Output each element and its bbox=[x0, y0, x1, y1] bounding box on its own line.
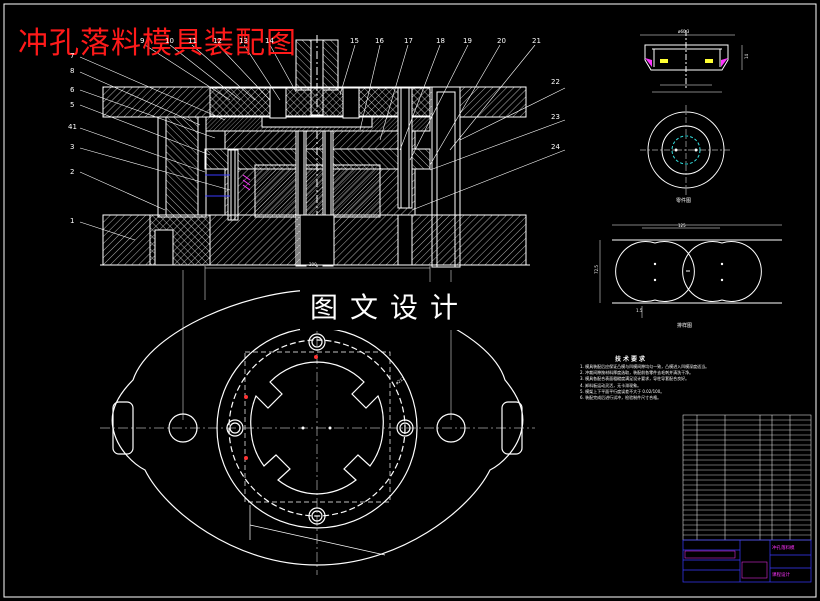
tech-requirement-item: 6. 装配完成后进行试冲，检验制件尺寸合格。 bbox=[580, 395, 662, 401]
part-height-dimension: 14 bbox=[744, 53, 750, 60]
title-block-school: 课程设计 bbox=[772, 573, 790, 578]
title-block bbox=[682, 539, 812, 583]
part-drawing-label: 零件图 bbox=[676, 198, 692, 204]
callout-number: 18 bbox=[436, 37, 445, 45]
strip-margin-dimension: 1.5 bbox=[636, 308, 643, 313]
overall-width-dimension: 200 bbox=[309, 262, 317, 267]
callout-number: 19 bbox=[463, 37, 472, 45]
strip-layout-label: 排样图 bbox=[677, 323, 693, 329]
callout-number: 5 bbox=[70, 101, 75, 109]
tech-requirement-item: 2. 冲裁间隙按材料厚度选取，装配前各零件去毛刺并清洗干净。 bbox=[580, 370, 694, 376]
callout-number: 13 bbox=[239, 37, 248, 45]
callout-number: 12 bbox=[213, 37, 222, 45]
watermark-text: 图文设计 bbox=[300, 282, 481, 330]
callout-number: 24 bbox=[551, 143, 560, 151]
callout-number: 2 bbox=[70, 168, 75, 176]
section-view bbox=[100, 35, 530, 270]
part-plan bbox=[640, 105, 732, 195]
strip-pitch-dimension: 125 bbox=[678, 223, 686, 228]
tech-requirements-list: 1. 模具装配后应保证凸模与凹模间隙均匀一致，凸模进入凹模深度适当。 2. 冲裁… bbox=[580, 364, 780, 401]
tech-requirement-item: 1. 模具装配后应保证凸模与凹模间隙均匀一致，凸模进入凹模深度适当。 bbox=[580, 364, 710, 369]
tech-requirement-item: 4. 卸料板运动灵活，无卡滞现象。 bbox=[580, 382, 642, 388]
tech-requirement-item: 3. 模具各配合表面粗糙度满足设计要求，导柱导套配合良好。 bbox=[580, 376, 690, 382]
strip-holes bbox=[653, 262, 724, 282]
title-block-marks bbox=[684, 550, 768, 579]
callout-number: 1 bbox=[70, 217, 75, 225]
center-dots bbox=[301, 426, 332, 430]
callout-number: 41 bbox=[68, 123, 77, 131]
callout-number: 11 bbox=[188, 37, 197, 45]
title-block-designation: 冲孔落料模 bbox=[772, 546, 795, 551]
callout-number: 6 bbox=[70, 86, 75, 94]
parts-list bbox=[682, 414, 812, 541]
callout-number: 22 bbox=[551, 78, 560, 86]
callout-number: 8 bbox=[70, 67, 75, 75]
tech-requirement-item: 5. 模架上下平面平行度误差不大于 0.02/100。 bbox=[580, 388, 665, 394]
callout-number: 14 bbox=[265, 37, 274, 45]
callout-number: 17 bbox=[404, 37, 413, 45]
red-markers bbox=[244, 355, 318, 460]
callout-number: 7 bbox=[70, 52, 75, 60]
callout-number: 15 bbox=[350, 37, 359, 45]
part-section bbox=[640, 30, 743, 93]
parts-list-rows bbox=[683, 419, 811, 536]
strip-width-dimension: 72.5 bbox=[593, 265, 599, 274]
callout-number: 16 bbox=[375, 37, 384, 45]
plan-centerlines bbox=[100, 300, 535, 575]
callout-number: 10 bbox=[165, 37, 174, 45]
part-plan-holes bbox=[674, 148, 698, 152]
tech-requirements-title: 技术要求 bbox=[615, 356, 648, 363]
part-section-accents bbox=[645, 58, 728, 67]
drawing-title: 冲孔落料模具装配图 bbox=[18, 26, 297, 61]
callout-number: 9 bbox=[140, 37, 145, 45]
callout-leaders bbox=[79, 44, 566, 241]
callout-number: 20 bbox=[497, 37, 506, 45]
sheet-border bbox=[3, 3, 817, 598]
callout-number: 21 bbox=[532, 37, 541, 45]
callout-number: 23 bbox=[551, 113, 560, 121]
callout-number: 3 bbox=[70, 143, 75, 151]
strip-layout bbox=[599, 224, 782, 318]
part-od-dimension: ø60.3 bbox=[678, 29, 690, 34]
plan-view bbox=[111, 289, 524, 566]
